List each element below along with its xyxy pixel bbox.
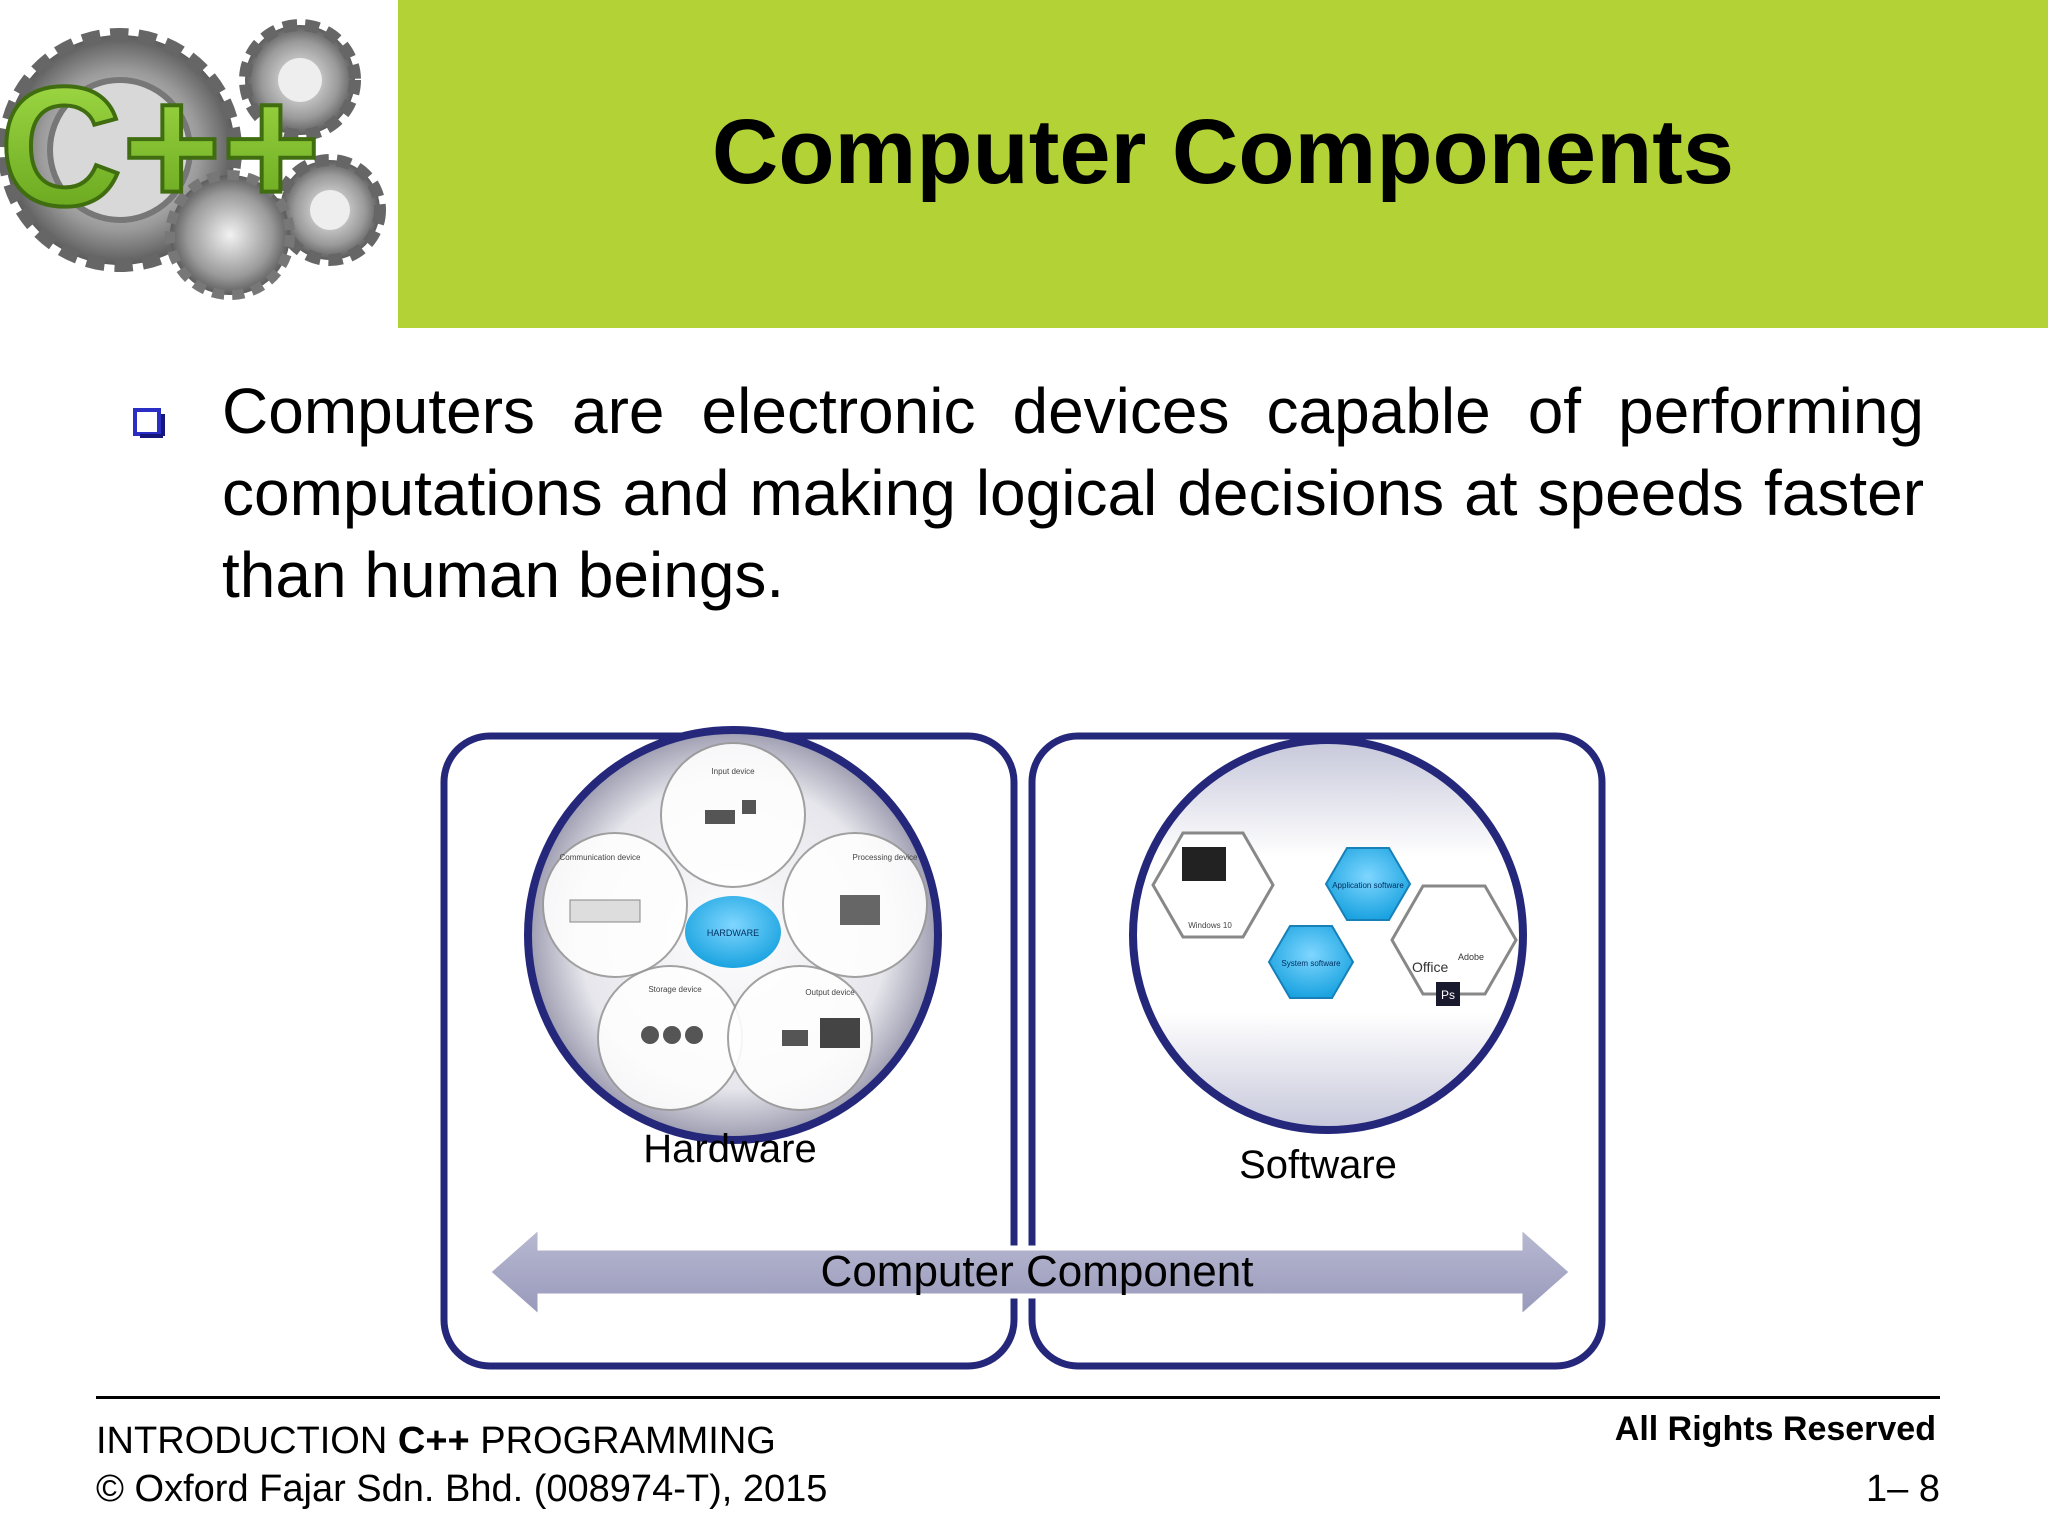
windows-logo-icon	[1182, 847, 1226, 881]
software-label: Software	[1239, 1143, 1397, 1187]
footer-rights: All Rights Reserved	[1614, 1410, 1936, 1448]
footer-course-suffix: PROGRAMMING	[469, 1420, 776, 1462]
gear-icon	[165, 170, 295, 300]
bullet-text: Computers are electronic devices capable…	[222, 375, 1924, 611]
footer-course-bold: C++	[397, 1420, 470, 1462]
footer-course-title: INTRODUCTION C++ PROGRAMMING	[96, 1420, 776, 1463]
footer-rule	[96, 1396, 1940, 1399]
system-software-label: System software	[1281, 959, 1341, 968]
application-software-label: Application software	[1332, 881, 1404, 890]
hw-segment-output: Output device	[805, 988, 855, 997]
slide-title: Computer Components	[711, 101, 1735, 203]
gear-icon	[239, 19, 361, 141]
footer-course-prefix: INTRODUCTION	[96, 1420, 398, 1462]
printer-icon	[782, 1030, 808, 1046]
system-software-hexagon	[1267, 925, 1355, 999]
camera-icon	[742, 800, 756, 814]
keyboard-icon	[705, 810, 735, 824]
office-logo-text: Office	[1412, 959, 1449, 975]
title-bar	[398, 0, 2048, 328]
disc-icon	[641, 1026, 659, 1044]
footer-copyright: © Oxford Fajar Sdn. Bhd. (008974-T), 201…	[96, 1468, 828, 1510]
hardware-label: Hardware	[643, 1127, 816, 1171]
photoshop-icon	[1436, 982, 1460, 1006]
disc-icon	[685, 1026, 703, 1044]
switch-icon	[569, 899, 641, 923]
page-number: 1– 8	[1866, 1468, 1940, 1510]
hardware-center-label: HARDWARE	[707, 928, 759, 938]
software-circle: Windows 10 System software Application s…	[1129, 736, 1527, 1134]
square-bullet-icon	[133, 408, 165, 438]
os-label: Windows 10	[1188, 921, 1232, 930]
hw-segment-storage: Storage device	[648, 985, 702, 994]
gear-icon	[0, 28, 242, 272]
arrow-label: Computer Component	[821, 1247, 1254, 1296]
photoshop-logo-text: Ps	[1441, 988, 1455, 1002]
double-arrow-icon	[484, 1220, 1576, 1324]
hardware-circle: HARDWARE Input device Processing device …	[524, 726, 942, 1144]
logo-text: C++	[0, 52, 321, 242]
computer-component-diagram: HARDWARE Input device Processing device …	[440, 726, 1606, 1370]
application-software-hexagon	[1324, 847, 1412, 921]
monitor-icon	[820, 1018, 860, 1048]
disc-icon	[663, 1026, 681, 1044]
apps-hexagon	[1390, 884, 1518, 996]
cpp-gears-logo: C++	[0, 19, 386, 300]
hw-segment-processing: Processing device	[853, 853, 918, 862]
hw-segment-communication: Communication device	[560, 853, 641, 862]
adobe-logo-text: Adobe	[1458, 952, 1484, 962]
hw-segment-input: Input device	[711, 767, 755, 776]
motherboard-icon	[840, 895, 880, 925]
